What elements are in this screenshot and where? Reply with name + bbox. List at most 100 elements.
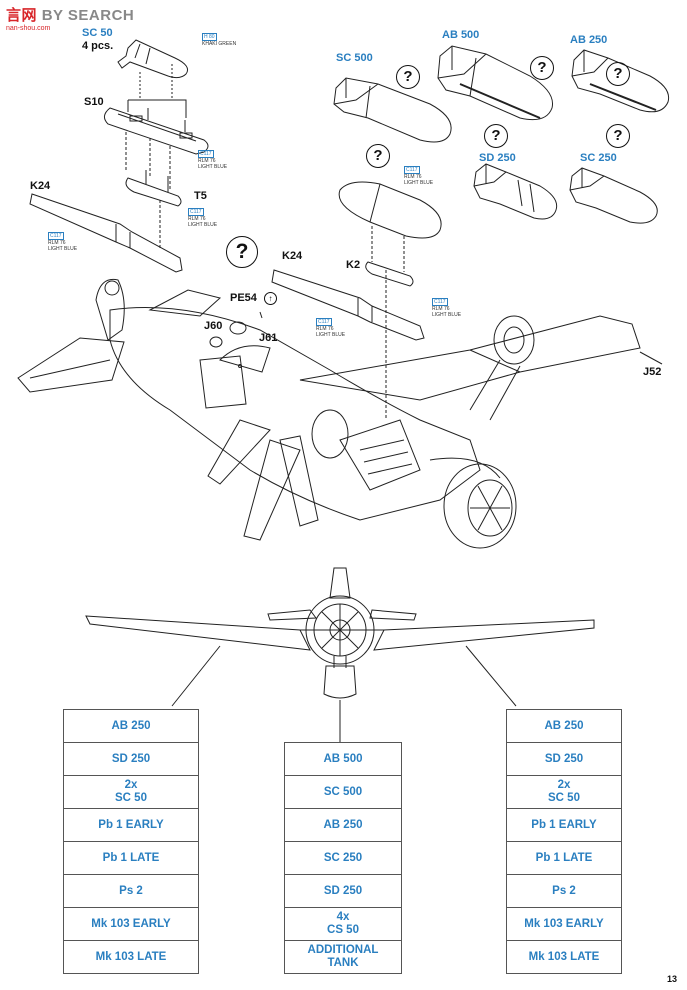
table-row: SD 250 [285,875,401,908]
loadout-cell: Mk 103 EARLY [91,917,171,930]
table-row: AB 250 [64,710,198,743]
s10-rack-drawing [104,99,209,190]
paint-code-c117: C117 [404,166,420,174]
loadout-cell: SC 500 [323,785,363,798]
loadout-cell: AB 250 [111,719,151,732]
paint-code-h80: H 80 [202,33,217,41]
paint-rlm76: RLM 76 [316,326,334,332]
label-t5: T5 [194,190,207,202]
paint-code-c117: C117 [188,208,204,216]
k2-drawing [365,261,414,420]
question-mark-main: ? [226,236,258,268]
label-sc50-count: 4 pcs. [82,40,114,52]
loadout-cell: SD 250 [323,884,363,897]
table-row: AB 500 [285,743,401,776]
loadout-table-center: AB 500 SC 500 AB 250 SC 250 SD 250 4x CS… [284,742,402,974]
table-row: Pb 1 LATE [507,842,621,875]
label-k2: K2 [346,259,361,271]
table-row: Mk 103 EARLY [64,908,198,941]
label-j61: J61 [259,332,278,344]
paint-light-blue: LIGHT BLUE [48,246,78,252]
label-ab250: AB 250 [570,34,608,46]
label-s10: S10 [84,96,104,108]
sc500-drawing [333,77,452,143]
loadout-cell: ADDITIONAL TANK [307,944,379,969]
table-row: SC 500 [285,776,401,809]
k24-left-drawing [29,193,183,273]
ab250-top-drawing [571,49,670,113]
sc50-bomb-drawing [117,39,189,100]
label-pe54: PE54 [230,292,257,304]
label-ab500: AB 500 [442,29,480,41]
table-row: AB 250 [507,710,621,743]
label-k24-left: K24 [30,180,51,192]
loadout-cell: Mk 103 LATE [528,950,600,963]
watermark-text: BY SEARCH [41,7,135,24]
page-number: 13 [666,974,677,984]
paint-light-blue: LIGHT BLUE [432,312,462,318]
loadout-cell: Ps 2 [552,884,576,897]
table-row: Pb 1 EARLY [64,809,198,842]
paint-light-blue: LIGHT BLUE [198,164,228,170]
loadout-cell: SD 250 [544,752,584,765]
aircraft-main-drawing [17,278,663,549]
table-row: Mk 103 EARLY [507,908,621,941]
table-row: ADDITIONAL TANK [285,941,401,973]
loadout-cell: SD 250 [111,752,151,765]
loadout-table-right: AB 250 SD 250 2x SC 50 Pb 1 EARLY Pb 1 L… [506,709,622,974]
loadout-cell: 2x SC 50 [548,779,580,804]
sc250-drawing [569,167,658,224]
table-row: SD 250 [507,743,621,776]
label-sc500: SC 500 [336,52,373,64]
paint-code-c117: C117 [432,298,448,306]
label-sd250: SD 250 [479,152,516,164]
loadout-cell: AB 250 [544,719,584,732]
question-mark-sc250: ? [606,124,630,148]
loadout-cell: Mk 103 EARLY [524,917,604,930]
loadout-cell: SC 250 [323,851,363,864]
table-row: 2x SC 50 [64,776,198,809]
loadout-cell: 4x CS 50 [327,911,359,936]
question-mark-tank: ? [366,144,390,168]
paint-rlm76: RLM 76 [48,240,66,246]
label-j60: J60 [204,320,223,332]
k24-right-drawing [271,269,425,341]
paint-rlm76: RLM 76 [188,216,206,222]
label-sc50: SC 50 [82,27,113,39]
watermark-logo: 言网 BY SEARCH [6,4,134,25]
question-mark-ab250: ? [606,62,630,86]
label-k24-right: K24 [282,250,303,262]
table-row: Mk 103 LATE [64,941,198,973]
paint-rlm76: RLM 76 [404,174,422,180]
loadout-cell: Ps 2 [119,884,143,897]
paint-code-c117: C117 [198,150,214,158]
table-row: AB 250 [285,809,401,842]
loadout-cell: Pb 1 EARLY [531,818,597,831]
loadout-cell: Pb 1 LATE [535,851,593,864]
loadout-cell: 2x SC 50 [115,779,147,804]
question-mark-ab500: ? [530,56,554,80]
paint-name-khaki: KHAKI GREEN [202,41,237,47]
drop-tank-drawing [338,181,442,272]
table-row: Pb 1 EARLY [507,809,621,842]
watermark-prefix: 言网 [6,7,38,24]
loadout-table-left: AB 250 SD 250 2x SC 50 Pb 1 EARLY Pb 1 L… [63,709,199,974]
watermark-domain: nan-shou.com [6,25,51,32]
paint-code-c117: C117 [316,318,332,326]
label-sc250: SC 250 [580,152,617,164]
paint-light-blue: LIGHT BLUE [188,222,218,228]
paint-light-blue: LIGHT BLUE [316,332,346,338]
question-mark-sd250: ? [484,124,508,148]
loadout-cell: Pb 1 LATE [102,851,160,864]
ab500-drawing [437,45,554,121]
table-row: 2x SC 50 [507,776,621,809]
label-j52: J52 [643,366,662,378]
table-row: Ps 2 [64,875,198,908]
